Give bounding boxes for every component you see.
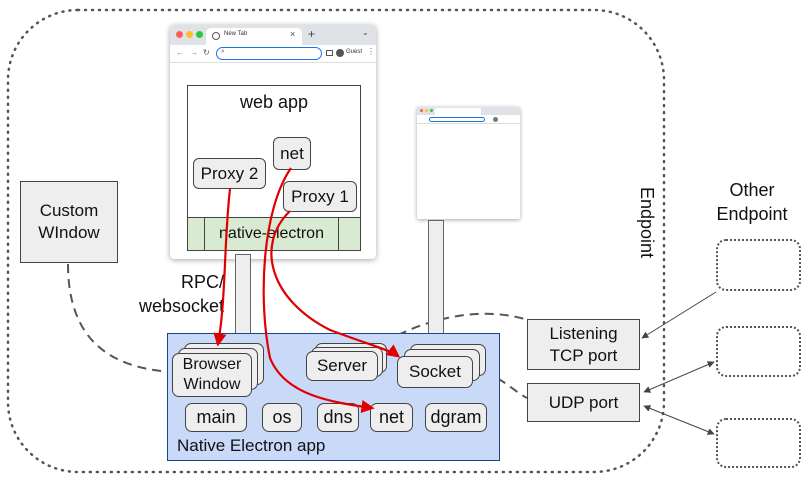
forward-icon[interactable]: →: [190, 48, 198, 57]
browser-toolbar: ← → ↻ ⌕ Guest ⋮: [170, 45, 376, 63]
server-box: Server: [306, 351, 378, 381]
small-maximize-dot-icon[interactable]: [430, 109, 433, 112]
bar-divider-right: [338, 218, 339, 251]
minimize-dot-icon[interactable]: [186, 31, 193, 38]
globe-icon: [212, 32, 220, 40]
udp-port-box: UDP port: [527, 383, 640, 422]
native-app-label: Native Electron app: [177, 436, 326, 455]
small-close-dot-icon[interactable]: [420, 109, 423, 112]
profile-label: Guest: [346, 49, 363, 55]
address-bar[interactable]: ⌕: [216, 47, 322, 60]
chevron-down-icon[interactable]: ⌄: [362, 28, 369, 37]
small-toolbar: [417, 115, 520, 124]
listening-tcp-port-box: Listening TCP port: [527, 319, 640, 370]
profile-icon[interactable]: [336, 49, 344, 57]
browser-window-box: Browser Window: [172, 353, 252, 397]
endpoint-boundary: [6, 8, 666, 474]
browser-window-small: [417, 107, 520, 219]
bar-divider-left: [204, 218, 205, 251]
back-icon[interactable]: ←: [176, 48, 184, 57]
rpc-websocket-label: RPC/ websocket: [138, 272, 224, 316]
tab-title: New Tab: [224, 31, 248, 37]
other-endpoint-box-1: [716, 239, 801, 291]
proxy2-box: Proxy 2: [193, 158, 266, 189]
socket-box: Socket: [397, 356, 473, 388]
custom-window-box: Custom WIndow: [20, 181, 118, 263]
tab-new-tab[interactable]: New Tab ×: [206, 28, 302, 45]
cylinder-small-to-app: [428, 220, 444, 336]
menu-icon[interactable]: ⋮: [367, 47, 375, 56]
module-dns: dns: [317, 403, 359, 432]
small-tabbar: [417, 107, 520, 115]
proxy1-box: Proxy 1: [283, 181, 357, 212]
native-electron-bar: native-electron: [188, 217, 360, 251]
custom-window-label: Custom WIndow: [38, 201, 100, 242]
small-profile-icon[interactable]: [493, 117, 498, 122]
module-main: main: [185, 403, 247, 432]
cylinder-web-to-app: [235, 254, 251, 336]
other-endpoint-box-3: [716, 418, 801, 468]
maximize-dot-icon[interactable]: [196, 31, 203, 38]
arrow-udp-to-endpoint2: [643, 361, 715, 393]
net-web-box: net: [273, 137, 311, 170]
search-icon: ⌕: [221, 48, 225, 55]
close-icon[interactable]: ×: [290, 29, 296, 39]
browser-tabbar: New Tab × + ⌄: [170, 25, 376, 45]
other-endpoint-label: Other Endpoint: [716, 180, 788, 224]
endpoint-label: Endpoint: [637, 187, 657, 259]
module-os: os: [262, 403, 302, 432]
side-panel-icon[interactable]: [326, 50, 333, 56]
close-dot-icon[interactable]: [176, 31, 183, 38]
small-tab[interactable]: [435, 108, 481, 115]
module-dgram: dgram: [425, 403, 487, 432]
other-endpoint-box-2: [716, 326, 801, 377]
reload-icon[interactable]: ↻: [203, 48, 210, 57]
arrow-other-to-tcp: [641, 291, 717, 339]
native-electron-label: native-electron: [219, 225, 324, 242]
small-address-bar[interactable]: [429, 117, 485, 122]
module-net: net: [370, 403, 413, 432]
arrow-udp-to-endpoint3: [643, 405, 715, 435]
small-minimize-dot-icon[interactable]: [425, 109, 428, 112]
new-tab-plus[interactable]: +: [308, 27, 316, 41]
web-app-title: web app: [239, 92, 309, 112]
